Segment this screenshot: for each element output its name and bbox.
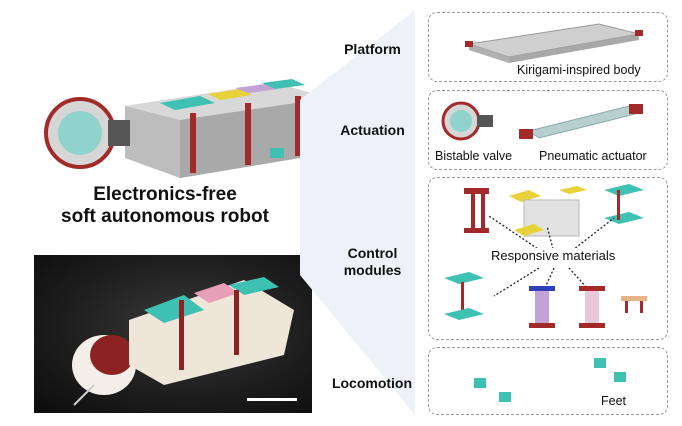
kirigami-body-illustration (465, 23, 643, 63)
robot-red-frame (190, 113, 196, 173)
module-top-blue (529, 286, 555, 291)
feet-illustration (474, 358, 626, 402)
module-post (471, 194, 475, 230)
actuator-cap-left (519, 129, 533, 139)
arrow-dotted (488, 215, 545, 254)
actuator-tube (527, 105, 641, 139)
control-box: Responsive materials (428, 177, 668, 340)
module-pad-yellow (514, 224, 544, 236)
caption-feet: Feet (601, 394, 627, 408)
locomotion-box: Feet (428, 347, 668, 415)
module-pad-teal (604, 184, 644, 196)
connector-fan-shape (300, 10, 415, 415)
foot (614, 372, 626, 382)
module-top-plate (464, 188, 489, 194)
robot-title-line1: Electronics-free (93, 184, 237, 205)
label-locomotion: Locomotion (331, 375, 413, 391)
foot (594, 358, 606, 368)
module-body-purple (535, 291, 549, 323)
kirigami-clip (635, 30, 643, 36)
module-bottom-plate (464, 228, 489, 233)
foot (499, 392, 511, 402)
actuation-box: Bistable valve Pneumatic actuator (428, 90, 668, 170)
module-top-plate (579, 286, 605, 291)
connector-fan (300, 10, 415, 415)
module-post (617, 190, 620, 220)
valve-port (477, 115, 493, 127)
robot-valve-membrane (58, 111, 102, 155)
robot-title-line2: soft autonomous robot (61, 206, 269, 227)
photo-pad-teal-2 (229, 277, 279, 295)
photo-pad-pink (194, 283, 239, 303)
arrow-dotted (493, 267, 540, 297)
module-bottom-plate (529, 323, 555, 328)
scale-bar (247, 398, 297, 401)
pneumatic-actuator-illustration (519, 104, 643, 139)
caption-kirigami: Kirigami-inspired body (517, 63, 641, 77)
module-body-pink (585, 291, 599, 323)
robot-pad-yellow (208, 89, 252, 100)
photo-red-frame (234, 290, 239, 355)
module-pad-teal (444, 308, 484, 320)
photo-pad-teal (144, 295, 204, 323)
label-control-line1: Control (347, 245, 398, 261)
module-post (461, 282, 464, 314)
module-post (481, 194, 485, 230)
robot-photo (34, 255, 312, 413)
bistable-valve-illustration (441, 101, 493, 141)
caption-bistable-valve: Bistable valve (435, 149, 513, 163)
robot-pad-teal (160, 96, 215, 110)
photo-valve-cap (90, 335, 134, 375)
module-bottom-plate (579, 323, 605, 328)
label-actuation: Actuation (340, 122, 405, 138)
photo-tube (73, 384, 95, 406)
label-control-line2: modules (343, 262, 402, 278)
photo-red-frame (179, 300, 184, 370)
arrow-dotted (568, 217, 615, 254)
module-pad-yellow (509, 190, 541, 202)
robot-pad-teal-2 (262, 79, 305, 89)
robot-body-top (125, 83, 320, 120)
robot-photo-subject (72, 277, 294, 406)
actuator-cap-right (629, 104, 643, 114)
robot-foot (270, 148, 284, 158)
robot-red-frame (295, 96, 301, 156)
platform-box: Kirigami-inspired body (428, 12, 668, 82)
module-leg (625, 301, 628, 313)
kirigami-front (469, 44, 509, 63)
label-platform: Platform (344, 41, 401, 57)
robot-render (44, 79, 320, 178)
module-leg (640, 301, 643, 313)
kirigami-clip (465, 41, 473, 47)
kirigami-side (509, 34, 639, 63)
module-pad-teal (444, 272, 484, 284)
module-pad-yellow (559, 186, 587, 194)
module-top-tan (621, 296, 647, 301)
robot-valve-connector (108, 120, 130, 146)
robot-pad-purple (235, 84, 278, 93)
robot-red-frame (245, 103, 251, 165)
foot (474, 378, 486, 388)
module-pad-teal (604, 212, 644, 224)
caption-responsive-materials: Responsive materials (489, 248, 618, 263)
valve-membrane (450, 110, 472, 132)
caption-pneumatic-actuator: Pneumatic actuator (539, 149, 647, 163)
